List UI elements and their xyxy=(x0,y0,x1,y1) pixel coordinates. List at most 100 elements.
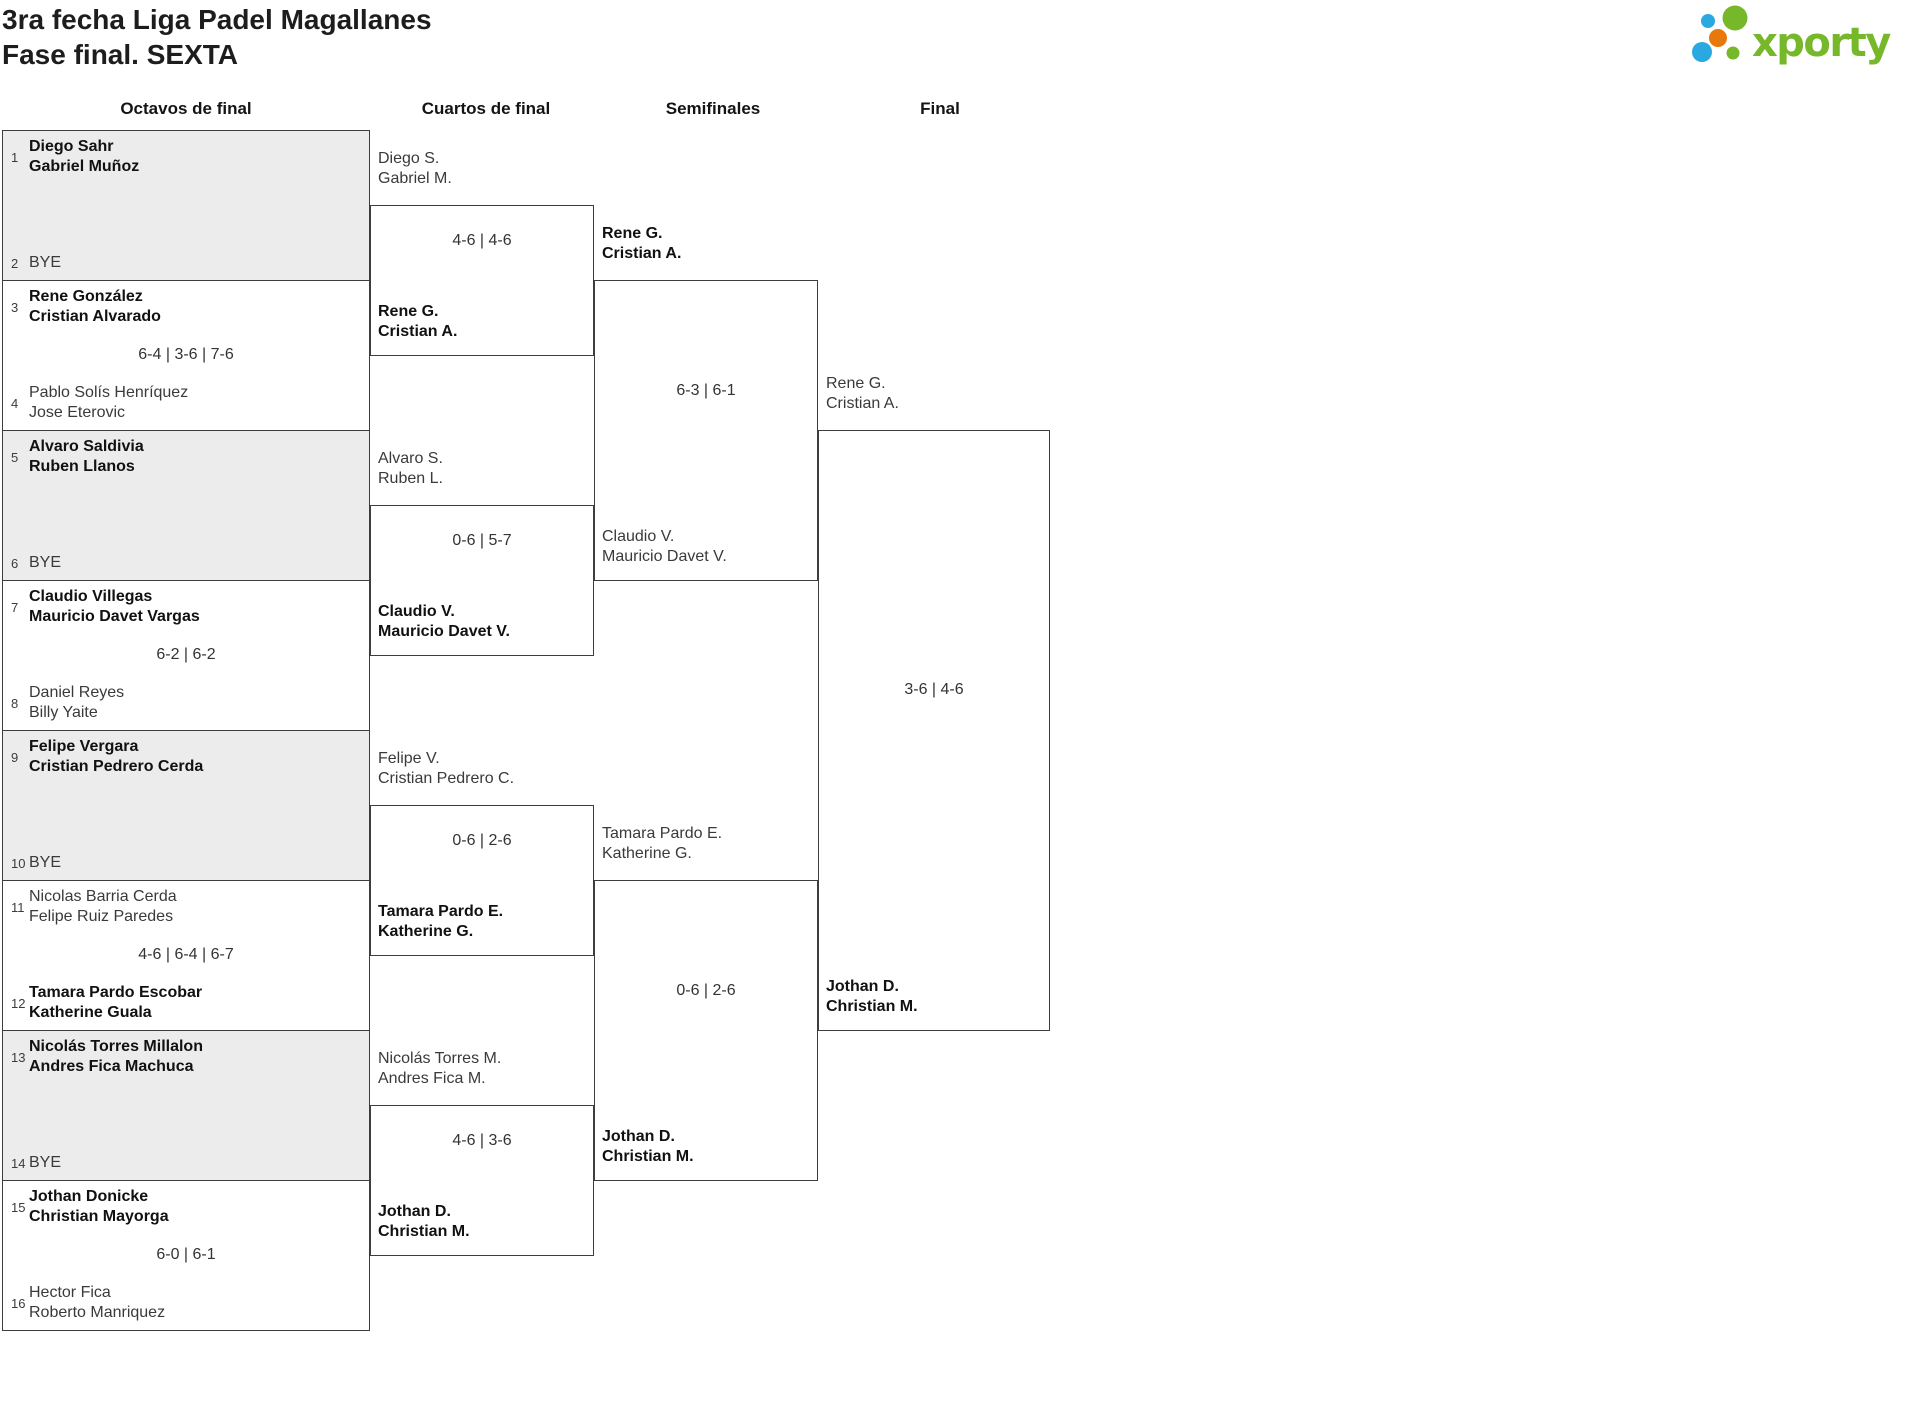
qf-match-4: Nicolás Torres M. Andres Fica M. 4-6 | 3… xyxy=(370,1050,594,1256)
team-row: 6 BYE xyxy=(11,553,361,573)
team-row: 3 Rene González Cristian Alvarado xyxy=(11,287,361,327)
match-score: 4-6 | 4-6 xyxy=(452,232,512,249)
seed-label: 8 xyxy=(11,695,19,711)
team-name: Nicolás Torres M. Andres Fica M. xyxy=(378,1050,502,1087)
seed-label: 10 xyxy=(11,855,26,871)
team-row: 8 Daniel Reyes Billy Yaite xyxy=(11,683,361,723)
team-row: 16 Hector Fica Roberto Manriquez xyxy=(11,1283,361,1323)
qf-match-1: Diego S. Gabriel M. 4-6 | 4-6 Rene G. Cr… xyxy=(370,150,594,356)
team-name: Alvaro Saldivia Ruben Llanos xyxy=(29,438,144,475)
team-name: Claudio V. Mauricio Davet V. xyxy=(378,603,510,640)
team-name: Jothan Donicke Christian Mayorga xyxy=(29,1188,169,1225)
seed-label: 9 xyxy=(11,749,19,765)
team-name: Rene G. Cristian A. xyxy=(602,225,682,262)
r16-match-6: 11 Nicolas Barria Cerda Felipe Ruiz Pare… xyxy=(2,880,370,1031)
match-score: 4-6 | 6-4 | 6-7 xyxy=(138,946,234,963)
team-name: Jothan D. Christian M. xyxy=(826,978,918,1015)
team-name: Daniel Reyes Billy Yaite xyxy=(29,684,125,721)
team-name: BYE xyxy=(29,854,62,871)
logo-dot-orange xyxy=(1709,29,1727,47)
r16-match-3: 5 Alvaro Saldivia Ruben Llanos 6 BYE xyxy=(2,430,370,581)
seed-label: 6 xyxy=(11,555,19,571)
tournament-title: 3ra fecha Liga Padel Magallanes xyxy=(2,4,432,35)
r16-match-8: 15 Jothan Donicke Christian Mayorga 6-0 … xyxy=(2,1180,370,1331)
r16-match-7: 13 Nicolás Torres Millalon Andres Fica M… xyxy=(2,1030,370,1181)
team-row: 12 Tamara Pardo Escobar Katherine Guala xyxy=(11,983,361,1023)
team-name: Pablo Solís Henríquez Jose Eterovic xyxy=(29,384,189,421)
team-row: 5 Alvaro Saldivia Ruben Llanos xyxy=(11,437,361,477)
team-name: Hector Fica Roberto Manriquez xyxy=(29,1284,166,1321)
team-row: 1 Diego Sahr Gabriel Muñoz xyxy=(11,137,361,177)
logo-dot-blue-big xyxy=(1692,42,1712,62)
seed-label: 4 xyxy=(11,395,19,411)
match-score: 0-6 | 2-6 xyxy=(676,982,736,999)
team-name: Felipe V. Cristian Pedrero C. xyxy=(378,750,515,787)
qf-match-3: Felipe V. Cristian Pedrero C. 0-6 | 2-6 … xyxy=(370,750,594,956)
logo-dot-green-small xyxy=(1726,46,1740,60)
match-score: 6-2 | 6-2 xyxy=(156,646,216,663)
team-name: Rene G. Cristian A. xyxy=(826,375,899,412)
team-name: Diego Sahr Gabriel Muñoz xyxy=(29,138,140,175)
team-row: 9 Felipe Vergara Cristian Pedrero Cerda xyxy=(11,737,361,777)
team-name: BYE xyxy=(29,554,62,571)
seed-label: 12 xyxy=(11,995,26,1011)
team-name: Alvaro S. Ruben L. xyxy=(378,450,443,487)
r16-match-4: 7 Claudio Villegas Mauricio Davet Vargas… xyxy=(2,580,370,731)
qf-match-2: Alvaro S. Ruben L. 0-6 | 5-7 Claudio V. … xyxy=(370,450,594,656)
team-row: 11 Nicolas Barria Cerda Felipe Ruiz Pare… xyxy=(11,887,361,927)
sf-match-2: Tamara Pardo E. Katherine G. 0-6 | 2-6 J… xyxy=(594,825,818,1181)
round-header-final: Final xyxy=(920,99,960,118)
r16-match-2: 3 Rene González Cristian Alvarado 6-4 | … xyxy=(2,280,370,431)
seed-label: 14 xyxy=(11,1155,26,1171)
round-header-octavos: Octavos de final xyxy=(120,99,252,118)
match-score: 6-3 | 6-1 xyxy=(676,382,736,399)
team-name: BYE xyxy=(29,254,62,271)
seed-label: 16 xyxy=(11,1295,26,1311)
seed-label: 3 xyxy=(11,299,19,315)
logo-dot-green-big xyxy=(1722,5,1748,31)
team-name: Tamara Pardo E. Katherine G. xyxy=(602,825,723,862)
xporty-logo[interactable]: xporty xyxy=(1692,0,1920,76)
seed-label: 11 xyxy=(11,899,25,915)
team-name: BYE xyxy=(29,1154,62,1171)
team-row: 7 Claudio Villegas Mauricio Davet Vargas xyxy=(11,587,361,627)
team-name: Diego S. Gabriel M. xyxy=(378,150,452,187)
round-header-cuartos: Cuartos de final xyxy=(421,99,551,118)
r16-match-5: 9 Felipe Vergara Cristian Pedrero Cerda … xyxy=(2,730,370,881)
final-match: Rene G. Cristian A. 3-6 | 4-6 Jothan D. … xyxy=(818,375,1050,1031)
team-row: 2 BYE xyxy=(11,253,361,273)
team-row: 13 Nicolás Torres Millalon Andres Fica M… xyxy=(11,1037,361,1077)
team-name: Nicolas Barria Cerda Felipe Ruiz Paredes xyxy=(29,888,177,925)
tournament-subtitle: Fase final. SEXTA xyxy=(2,39,238,70)
team-row: 14 BYE xyxy=(11,1153,361,1173)
team-name: Rene G. Cristian A. xyxy=(378,303,458,340)
team-name: Jothan D. Christian M. xyxy=(378,1203,470,1240)
logo-dot-blue-small xyxy=(1701,14,1715,28)
team-name: Rene González Cristian Alvarado xyxy=(29,288,161,325)
logo-wordmark: xporty xyxy=(1752,20,1891,66)
team-name: Jothan D. Christian M. xyxy=(602,1128,694,1165)
seed-label: 2 xyxy=(11,255,19,271)
team-name: Claudio V. Mauricio Davet V. xyxy=(602,528,727,565)
match-score: 0-6 | 2-6 xyxy=(452,832,512,849)
team-row: 15 Jothan Donicke Christian Mayorga xyxy=(11,1187,361,1227)
team-name: Nicolás Torres Millalon Andres Fica Mach… xyxy=(29,1038,203,1075)
match-score: 3-6 | 4-6 xyxy=(904,681,964,698)
match-score: 6-0 | 6-1 xyxy=(156,1246,216,1263)
sf-match-1: Rene G. Cristian A. 6-3 | 6-1 Claudio V.… xyxy=(594,225,818,581)
seed-label: 15 xyxy=(11,1199,26,1215)
round-header-semifinales: Semifinales xyxy=(665,99,761,118)
seed-label: 13 xyxy=(11,1049,26,1065)
r16-match-1: 1 Diego Sahr Gabriel Muñoz 2 BYE xyxy=(2,130,370,281)
match-score: 0-6 | 5-7 xyxy=(452,532,512,549)
page-title: 3ra fecha Liga Padel Magallanes Fase fin… xyxy=(2,2,432,72)
team-name: Claudio Villegas Mauricio Davet Vargas xyxy=(29,588,200,625)
match-score: 4-6 | 3-6 xyxy=(452,1132,512,1149)
seed-label: 7 xyxy=(11,599,19,615)
match-score: 6-4 | 3-6 | 7-6 xyxy=(138,346,234,363)
team-name: Tamara Pardo E. Katherine G. xyxy=(378,903,504,940)
team-name: Tamara Pardo Escobar Katherine Guala xyxy=(29,984,203,1021)
team-row: 4 Pablo Solís Henríquez Jose Eterovic xyxy=(11,383,361,423)
seed-label: 5 xyxy=(11,449,19,465)
